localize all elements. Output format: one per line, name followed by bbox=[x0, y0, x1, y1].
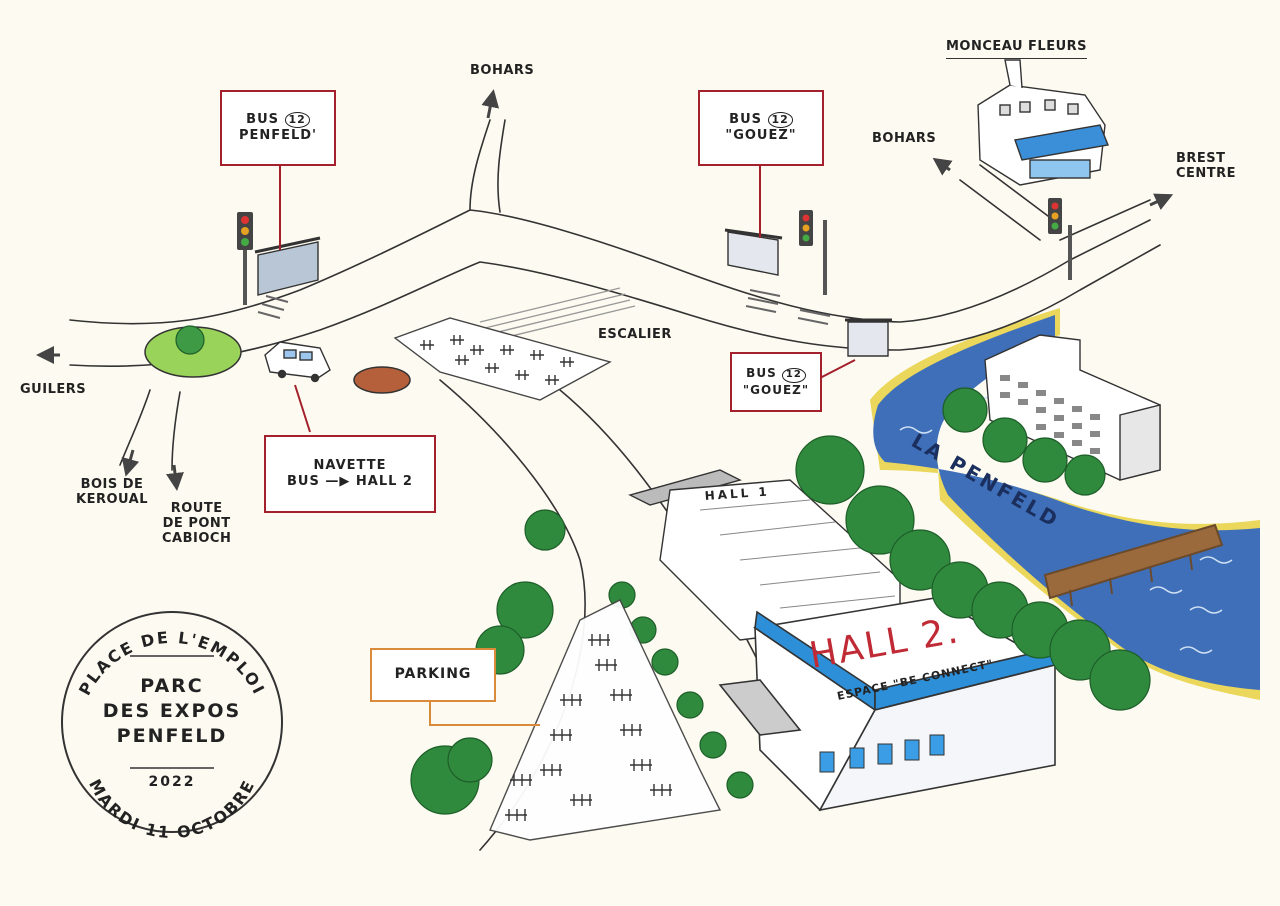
event-stamp: PLACE DE L'EMPLOI MARDI 11 OCTOBRE PARC … bbox=[61, 611, 283, 842]
bus-line-badge: 12 bbox=[767, 111, 793, 128]
monceau-fleurs-building bbox=[977, 59, 1109, 186]
leader-lines bbox=[279, 165, 856, 433]
traffic-light-icon bbox=[237, 212, 253, 305]
trees bbox=[175, 325, 1151, 815]
stamp-line3: PENFELD bbox=[117, 725, 228, 747]
stairs-escalier bbox=[479, 287, 636, 341]
shuttle-line1: NAVETTE bbox=[313, 457, 387, 473]
roundabout-brown bbox=[353, 366, 411, 394]
bus-stop-gouez-south[interactable]: BUS 12 "GOUEZ" bbox=[730, 352, 822, 412]
bus-stop-gouez-north[interactable]: BUS 12 "GOUEZ" bbox=[698, 90, 824, 166]
stamp-year: 2022 bbox=[149, 774, 196, 790]
bus-line-badge: 12 bbox=[781, 368, 806, 383]
lower-car-park bbox=[489, 599, 722, 841]
bus-shelter-icon bbox=[724, 228, 783, 276]
crosswalks bbox=[257, 289, 831, 325]
label-bohars-north: BOHARS bbox=[470, 63, 535, 78]
footbridge bbox=[1043, 523, 1224, 607]
bus-prefix: BUS bbox=[246, 111, 279, 127]
upper-car-park bbox=[393, 317, 612, 401]
bus-stop-name: "GOUEZ" bbox=[725, 128, 797, 143]
parking-label: PARKING bbox=[394, 666, 472, 683]
shuttle-bus-icon bbox=[264, 341, 331, 383]
label-guilers: GUILERS bbox=[20, 382, 87, 397]
bus-shelter-icon bbox=[845, 318, 892, 357]
bus-prefix: BUS bbox=[729, 111, 762, 127]
bus-prefix: BUS bbox=[746, 366, 777, 381]
bus-stop-line: BUS 12 bbox=[246, 111, 310, 128]
label-bois-de-keroual: BOIS DE KEROUAL bbox=[76, 477, 149, 507]
label-bohars-east: BOHARS bbox=[872, 131, 937, 146]
traffic-light-icon bbox=[1048, 198, 1072, 280]
bus-stop-penfeld[interactable]: BUS 12 PENFELD' bbox=[220, 90, 336, 166]
label-route-pont-cabioch: ROUTE DE PONT CABIOCH bbox=[162, 501, 232, 546]
label-escalier: ESCALIER bbox=[598, 327, 672, 342]
stamp-line2: DES EXPOS bbox=[103, 700, 241, 722]
label-brest-centre: BREST CENTRE bbox=[1176, 151, 1237, 181]
bus-stop-line: BUS 12 bbox=[746, 366, 806, 383]
label-monceau-fleurs: MONCEAU FLEURS bbox=[946, 39, 1088, 59]
bus-shelter-icon bbox=[254, 236, 321, 296]
bus-line-badge: 12 bbox=[284, 111, 310, 128]
shuttle-line2: BUS —▶ HALL 2 bbox=[287, 474, 413, 489]
bus-stop-name: PENFELD' bbox=[238, 128, 318, 143]
hall1-label: HALL 1 bbox=[704, 484, 770, 503]
shuttle-box[interactable]: NAVETTE BUS —▶ HALL 2 bbox=[264, 435, 436, 513]
apartment-building bbox=[984, 334, 1161, 481]
parking-leader bbox=[429, 700, 540, 726]
parking-box[interactable]: PARKING bbox=[370, 648, 496, 702]
hall2-building bbox=[718, 597, 1058, 812]
bus-stop-name: "GOUEZ" bbox=[742, 382, 810, 397]
bus-stop-line: BUS 12 bbox=[729, 111, 793, 128]
road-arrows bbox=[36, 89, 1174, 491]
stamp-line1: PARC bbox=[140, 675, 203, 697]
traffic-light-icon bbox=[799, 210, 827, 295]
